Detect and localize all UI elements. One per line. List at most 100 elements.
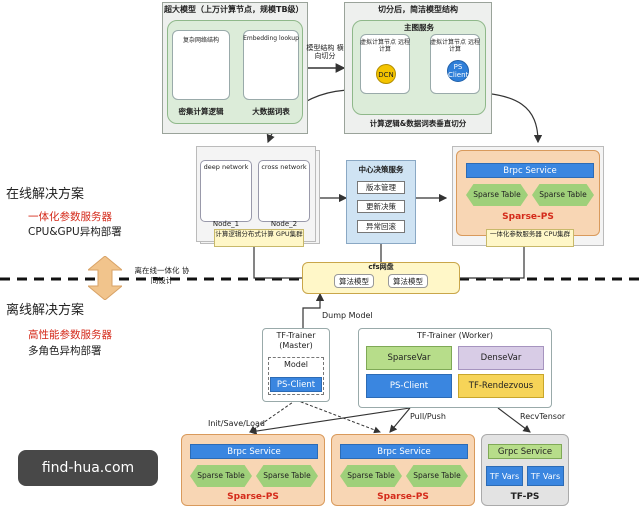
worker-ps-client-label: PS-Client — [389, 381, 429, 391]
cfs-model-2: 算法模型 — [388, 274, 428, 288]
tf-ps-grpc-label: Grpc Service — [497, 447, 553, 457]
master-ps-client: PS-Client — [270, 377, 322, 392]
bottom-ps1-table-2: Sparse Table — [256, 465, 318, 487]
online-sparse-table-2: Sparse Table — [532, 184, 594, 206]
split-arrow-label: 模型结构 横向切分 — [306, 44, 344, 61]
node-1-card — [200, 160, 252, 222]
decision-title: 中心决策服务 — [358, 165, 404, 174]
cfs-model-2-label: 算法模型 — [393, 277, 423, 286]
recv-tensor-label: RecvTensor — [520, 412, 566, 421]
dcn-label: DCN — [378, 71, 394, 79]
bottom-ps2-table-2-label: Sparse Table — [413, 470, 461, 480]
online-sparse-ps-name: Sparse-PS — [502, 212, 554, 222]
decision-item-version-label: 版本管理 — [366, 183, 396, 192]
arrow-pull-push-1 — [248, 407, 411, 435]
bidirectional-arrow-icon — [88, 256, 122, 300]
watermark-badge — [18, 450, 158, 486]
worker-rendezvous-label: TF-Rendezvous — [468, 381, 534, 391]
tf-ps-grpc: Grpc Service — [488, 444, 562, 459]
bottom-ps1-table-2-label: Sparse Table — [263, 470, 311, 480]
online-ps-caption: 一体化参数服务器 CPU集群 — [489, 230, 571, 238]
worker-ps-client: PS-Client — [366, 374, 452, 398]
node-2-label: Node_2 — [270, 220, 298, 228]
dump-model-label: Dump Model — [322, 311, 373, 320]
master-model-box — [268, 357, 324, 395]
complex-network-card — [172, 30, 230, 100]
offline-heading: 离线解决方案 — [6, 303, 85, 318]
virtual-node-left-label: 虚拟计算节点 远程计算 — [360, 39, 410, 53]
bottom-ps2-brpc-label: Brpc Service — [377, 447, 431, 457]
main-service-label: 主图服务 — [404, 23, 434, 32]
ps-client-circle: PS Client — [447, 60, 469, 82]
offline-sub-black: 多角色异构部署 — [28, 345, 102, 357]
online-sub-red: 一体化参数服务器 — [28, 211, 112, 223]
master-ps-client-label: PS-Client — [276, 380, 316, 390]
tf-vars-1-label: TF Vars — [489, 472, 520, 481]
gpu-cluster-caption: 计算逻辑分布式计算 GPU集群 — [215, 230, 303, 238]
bottom-ps2-table-2: Sparse Table — [406, 465, 468, 487]
online-ps-caption-box — [486, 229, 574, 247]
worker-tf-rendezvous: TF-Rendezvous — [458, 374, 544, 398]
decision-item-update: 更新决策 — [357, 200, 405, 213]
decision-item-update-label: 更新决策 — [366, 202, 396, 211]
decision-item-rollback-label: 异常回滚 — [366, 222, 396, 231]
tf-vars-1: TF Vars — [486, 466, 523, 486]
offline-sub-red: 高性能参数服务器 — [28, 329, 112, 341]
arrow-cfs-gpu — [249, 238, 302, 279]
master-title: TF-Trainer (Master) — [276, 331, 316, 350]
worker-sparse-var-label: SparseVar — [387, 353, 431, 363]
worker-dense-var-label: DenseVar — [480, 353, 522, 363]
online-brpc-label: Brpc Service — [503, 166, 557, 176]
bottom-ps2-table-1: Sparse Table — [340, 465, 402, 487]
big-model-title: 超大模型（上万计算节点，规模TB级） — [164, 5, 304, 14]
node-2-title: cross network — [261, 163, 307, 171]
bottom-ps1-table-1: Sparse Table — [190, 465, 252, 487]
arrow-pull-push-2 — [389, 407, 411, 433]
integration-label: 离在线一体化 协同设计 — [134, 266, 190, 285]
tf-vars-2-label: TF Vars — [530, 472, 561, 481]
online-brpc-service: Brpc Service — [466, 163, 594, 178]
arrow-init-save-load — [249, 399, 297, 433]
online-sub-black: CPU&GPU异构部署 — [28, 226, 122, 238]
worker-sparse-var: SparseVar — [366, 346, 452, 370]
master-model-label: Model — [283, 360, 309, 369]
node-1-title: deep network — [203, 163, 249, 171]
tf-vars-2: TF Vars — [527, 466, 564, 486]
ps-client-circle-label: PS Client — [448, 63, 469, 79]
embedding-card — [243, 30, 299, 100]
cfs-model-1-label: 算法模型 — [339, 277, 369, 286]
bottom-ps2-table-1-label: Sparse Table — [347, 470, 395, 480]
cfs-title: cfs网盘 — [368, 263, 394, 271]
decision-item-rollback: 异常回滚 — [357, 220, 405, 233]
online-sparse-table-1-label: Sparse Table — [473, 189, 521, 199]
online-sparse-table-2-label: Sparse Table — [539, 189, 587, 199]
split-model-title: 切分后，简洁模型结构 — [378, 5, 458, 14]
complex-network-label: 复杂网络结构 — [182, 37, 219, 44]
virtual-node-right-label: 虚拟计算节点 远程计算 — [430, 39, 480, 53]
vertical-split-caption: 计算逻辑&数据词表垂直切分 — [369, 119, 467, 128]
decision-item-version: 版本管理 — [357, 181, 405, 194]
online-sparse-table-1: Sparse Table — [466, 184, 528, 206]
embedding-label: Embedding lookup — [243, 35, 299, 42]
worker-title: TF-Trainer (Worker) — [416, 331, 493, 340]
worker-dense-var: DenseVar — [458, 346, 544, 370]
arrow-cfs-ps — [460, 238, 529, 279]
node-1-label: Node_1 — [212, 220, 240, 228]
tf-ps-name: TF-PS — [510, 492, 540, 502]
watermark-text: find-hua.com — [41, 460, 135, 476]
arrow-dump-model — [302, 292, 325, 328]
online-heading: 在线解决方案 — [6, 187, 85, 202]
arrow-recv-tensor — [497, 407, 531, 433]
init-save-load-label: Init/Save/Load — [208, 419, 266, 428]
bottom-ps1-brpc-label: Brpc Service — [227, 447, 281, 457]
node-2-card — [258, 160, 310, 222]
bottom-ps2-name: Sparse-PS — [377, 492, 429, 502]
dense-compute-caption: 密集计算逻辑 — [178, 107, 224, 116]
bottom-ps1-brpc: Brpc Service — [190, 444, 318, 459]
pull-push-label: Pull/Push — [410, 412, 446, 421]
dcn-circle: DCN — [376, 64, 396, 84]
big-vocab-caption: 大数据词表 — [252, 107, 290, 116]
bottom-ps1-table-1-label: Sparse Table — [197, 470, 245, 480]
cfs-model-1: 算法模型 — [334, 274, 374, 288]
